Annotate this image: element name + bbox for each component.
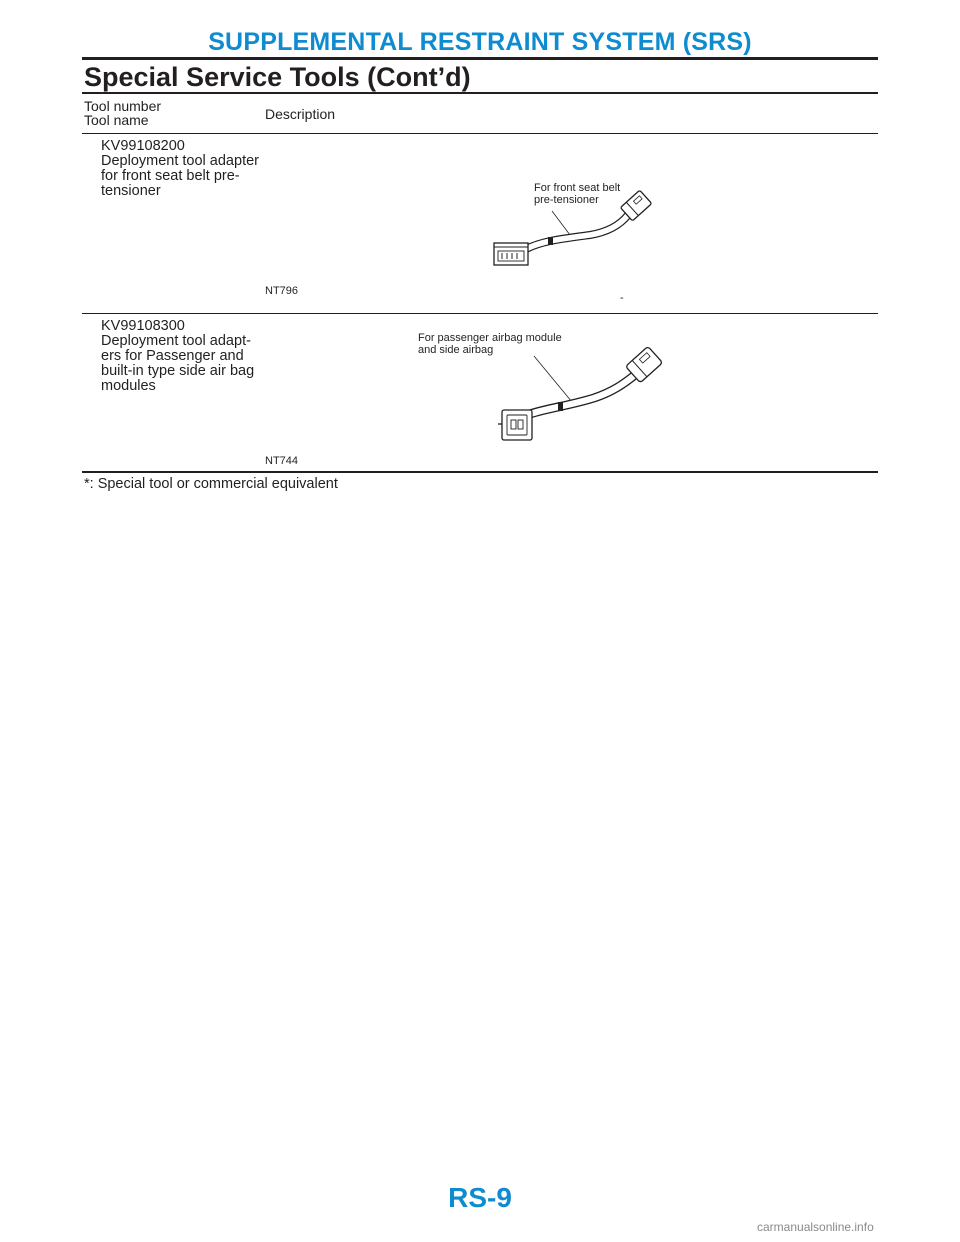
table-top-rule — [82, 92, 878, 94]
header-divider-rule — [82, 133, 878, 134]
table-row-tool-info: KV99108300 Deployment tool adapt- ers fo… — [101, 319, 266, 394]
tool-name-line: ers for Passenger and — [101, 348, 244, 364]
tool-number: KV99108200 — [101, 138, 185, 154]
manual-chapter-title: SUPPLEMENTAL RESTRAINT SYSTEM (SRS) — [208, 28, 752, 56]
watermark: carmanualsonline.info — [757, 1220, 874, 1234]
airbag-module-adapter-illustration — [498, 346, 662, 441]
callout-line: For passenger airbag module — [418, 332, 562, 344]
table-footnote: *: Special tool or commercial equivalent — [84, 476, 338, 492]
page-number: RS-9 — [448, 1182, 512, 1213]
tool-number: KV99108300 — [101, 318, 185, 334]
column-header-tool: Tool number Tool name — [84, 99, 161, 127]
tool-name-line: for front seat belt pre- — [101, 168, 240, 184]
table-row-tool-info: KV99108200 Deployment tool adapter for f… — [101, 139, 266, 199]
figure-code: NT796 — [265, 285, 299, 297]
section-title: Special Service Tools (Cont’d) — [84, 62, 471, 92]
tool-name-line: built-in type side air bag — [101, 363, 255, 379]
callout-line: For front seat belt — [534, 182, 621, 194]
figure-callout: For front seat belt pre-tensioner — [534, 182, 621, 206]
tool-name-line: Deployment tool adapt- — [101, 333, 251, 349]
row-divider-rule — [82, 313, 878, 314]
figure-code: NT744 — [265, 455, 299, 467]
column-header-description: Description — [265, 106, 336, 122]
stray-mark: - — [620, 292, 624, 304]
tool-name-line: modules — [101, 378, 156, 394]
tool-name-line: tensioner — [101, 183, 161, 199]
seat-belt-pretensioner-adapter-illustration — [493, 190, 652, 266]
column-header-tool-name: Tool name — [84, 112, 149, 128]
figure-callout: For passenger airbag module and side air… — [418, 332, 562, 356]
column-header-tool-number: Tool number — [84, 98, 162, 114]
header-rule — [82, 57, 878, 60]
table-bottom-rule — [82, 471, 878, 473]
callout-line: pre-tensioner — [534, 193, 599, 206]
tool-name-line: Deployment tool adapter — [101, 153, 259, 169]
callout-line: and side airbag — [418, 343, 494, 356]
